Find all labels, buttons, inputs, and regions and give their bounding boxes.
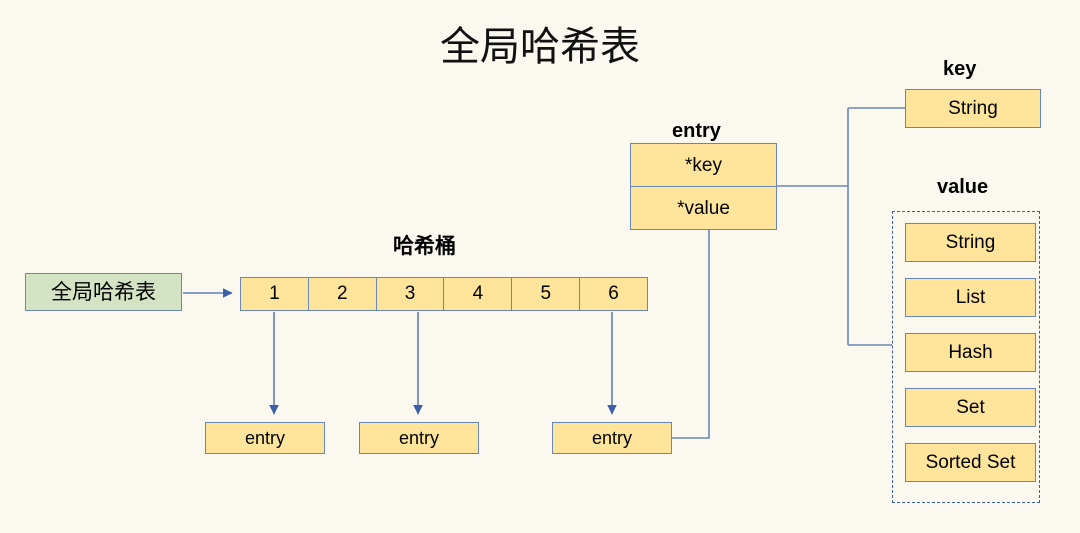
key-group-label: key <box>943 58 977 80</box>
entry-struct-label: entry <box>672 120 721 142</box>
entry-box-1[interactable]: entry <box>205 422 325 454</box>
entry-box-2[interactable]: entry <box>359 422 479 454</box>
bucket-cell-1[interactable]: 1 <box>241 278 309 310</box>
bucket-cell-3[interactable]: 3 <box>377 278 445 310</box>
entry-field-value[interactable]: *value <box>630 186 777 230</box>
value-type-list[interactable]: List <box>905 278 1036 317</box>
value-group-label: value <box>937 176 989 198</box>
value-type-sorted-set[interactable]: Sorted Set <box>905 443 1036 482</box>
hash-bucket-label: 哈希桶 <box>393 235 456 258</box>
entry-field-key[interactable]: *key <box>630 143 777 187</box>
hash-bucket-row: 1 2 3 4 5 6 <box>240 277 648 311</box>
page-title: 全局哈希表 <box>440 25 640 69</box>
value-type-group: String List Hash Set Sorted Set <box>892 211 1040 503</box>
bucket-cell-5[interactable]: 5 <box>512 278 581 310</box>
global-hash-table-box[interactable]: 全局哈希表 <box>25 273 182 311</box>
bucket-cell-2[interactable]: 2 <box>309 278 377 310</box>
bucket-cell-4[interactable]: 4 <box>444 278 513 310</box>
value-type-set[interactable]: Set <box>905 388 1036 427</box>
entry-box-3[interactable]: entry <box>552 422 672 454</box>
value-type-string[interactable]: String <box>905 223 1036 262</box>
key-type-string[interactable]: String <box>905 89 1041 128</box>
value-type-hash[interactable]: Hash <box>905 333 1036 372</box>
bucket-cell-6[interactable]: 6 <box>608 283 619 304</box>
